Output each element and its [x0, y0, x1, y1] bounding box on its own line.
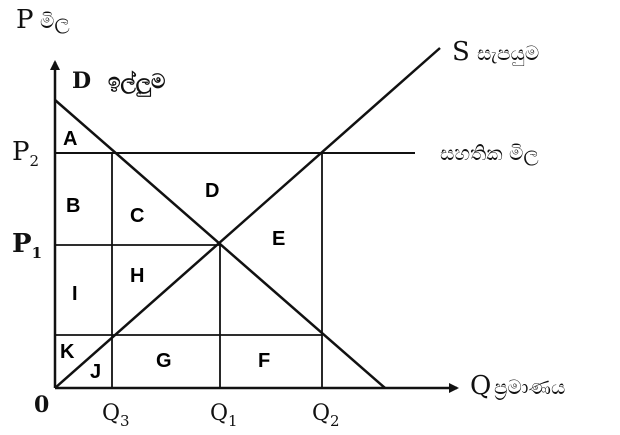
supply-curve-letter: S: [452, 37, 470, 67]
region-b: B: [66, 195, 80, 217]
q3-label: Q3: [102, 401, 130, 430]
guaranteed-price-label: සහතික මිල: [440, 141, 539, 166]
region-e: E: [272, 228, 285, 250]
region-k: K: [60, 341, 75, 363]
y-axis-word: මිල: [40, 9, 70, 34]
x-axis-letter: Q: [470, 371, 491, 401]
x-axis-word: ප්‍රමාණය: [494, 375, 565, 401]
region-g: G: [156, 350, 172, 372]
region-j: J: [90, 361, 101, 383]
region-a: A: [63, 128, 77, 150]
demand-curve-letter: D: [72, 68, 91, 94]
region-c: C: [130, 205, 144, 227]
p1-label: P1: [12, 229, 42, 262]
demand-curve: [54, 99, 386, 389]
supply-curve: [54, 47, 441, 389]
region-h: H: [130, 265, 144, 287]
region-d: D: [205, 180, 219, 202]
y-axis-letter: P: [16, 5, 34, 35]
q2-label: Q2: [312, 401, 340, 430]
supply-curve-word: සැපයුම: [477, 41, 539, 67]
q1-label: Q1: [210, 401, 238, 430]
demand-curve-word: ඉල්ලුම: [108, 69, 165, 97]
p2-label: P2: [12, 137, 39, 170]
region-f: F: [258, 350, 270, 372]
origin-label: 0: [34, 392, 49, 418]
region-i: I: [72, 283, 78, 305]
